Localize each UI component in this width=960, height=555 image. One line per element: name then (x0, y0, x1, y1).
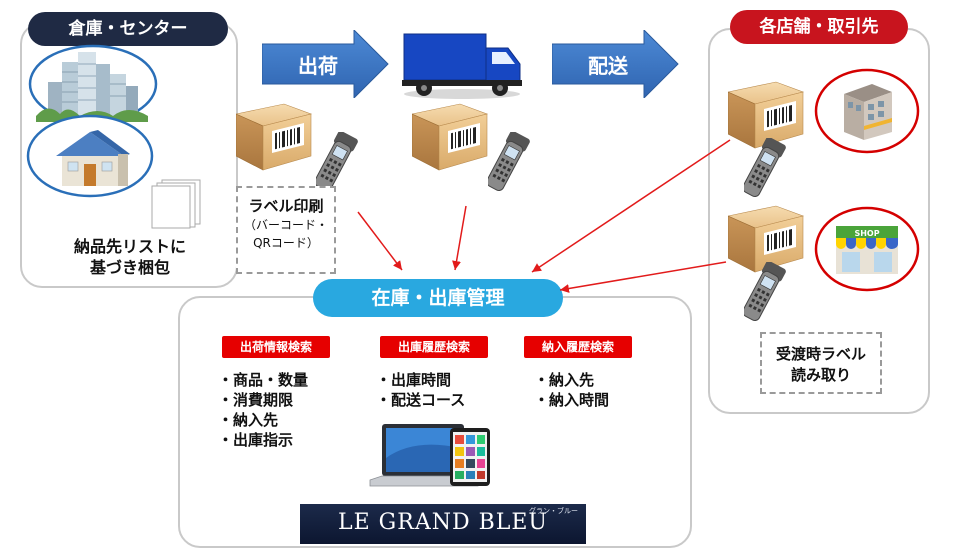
receive-read-line1: 受渡時ラベル (775, 345, 866, 363)
shipment-search-list: ・商品・数量 ・消費期限 ・納入先 ・出庫指示 (218, 370, 308, 450)
list-item: ・納入先 (218, 411, 279, 429)
list-item: ・配送コース (376, 391, 466, 409)
shipment-search-tag[interactable]: 出荷情報検索 (222, 336, 330, 358)
store-building-icon (814, 68, 920, 154)
warehouse-title: 倉庫・センター (28, 12, 228, 46)
list-item: ・商品・数量 (218, 371, 309, 389)
label-print-line2: （バーコード・ (243, 218, 328, 232)
management-title: 在庫・出庫管理 (313, 279, 563, 317)
receive-read-line2: 読み取り (790, 366, 851, 384)
barcode-scanner-icon (744, 262, 790, 328)
parcel-icon (412, 92, 492, 174)
ship-label: 出荷 (298, 54, 338, 78)
warehouse-caption-line2: 基づき梱包 (89, 258, 170, 277)
list-item: ・消費期限 (218, 391, 294, 409)
barcode-scanner-icon (488, 132, 534, 198)
stores-title: 各店舗・取引先 (730, 10, 908, 44)
label-print-line3: QRコード） (253, 236, 319, 250)
shop-icon: SHOP (814, 206, 920, 292)
arrow-from-store-1 (531, 139, 731, 273)
city-buildings-icon (28, 44, 158, 124)
brand-logo: LE GRAND BLEU グラン・ブルー (300, 504, 586, 544)
document-stack-icon (148, 178, 206, 230)
delivery-history-tag[interactable]: 納入履歴検索 (524, 336, 632, 358)
brand-logo-name: LE GRAND BLEU (338, 510, 548, 535)
warehouse-caption: 納品先リストに 基づき梱包 (40, 236, 220, 278)
parcel-icon (236, 92, 316, 174)
dispatch-history-tag[interactable]: 出庫履歴検索 (380, 336, 488, 358)
warehouse-caption-line1: 納品先リストに (73, 237, 186, 256)
label-print-box: ラベル印刷 （バーコード・ QRコード） (236, 186, 336, 274)
label-print-title: ラベル印刷 (248, 197, 324, 215)
receive-read-box: 受渡時ラベル 読み取り (760, 332, 882, 394)
brand-logo-kana: グラン・ブルー (529, 507, 578, 515)
deliver-arrow (552, 30, 680, 98)
list-item: ・納入時間 (534, 391, 610, 409)
shop-sign: SHOP (854, 229, 879, 238)
ship-arrow (262, 30, 390, 98)
arrow-from-shipping (452, 205, 467, 271)
list-item: ・出庫時間 (376, 371, 452, 389)
delivery-history-list: ・納入先 ・納入時間 (534, 370, 609, 410)
deliver-label: 配送 (588, 54, 628, 78)
arrow-from-label-print (357, 211, 403, 271)
truck-icon (400, 28, 526, 100)
list-item: ・納入先 (534, 371, 595, 389)
list-item: ・出庫指示 (218, 431, 294, 449)
arrow-from-store-2 (559, 261, 727, 293)
dispatch-history-list: ・出庫時間 ・配送コース (376, 370, 465, 410)
laptop-tablet-icon (364, 418, 500, 496)
house-icon (26, 114, 154, 198)
